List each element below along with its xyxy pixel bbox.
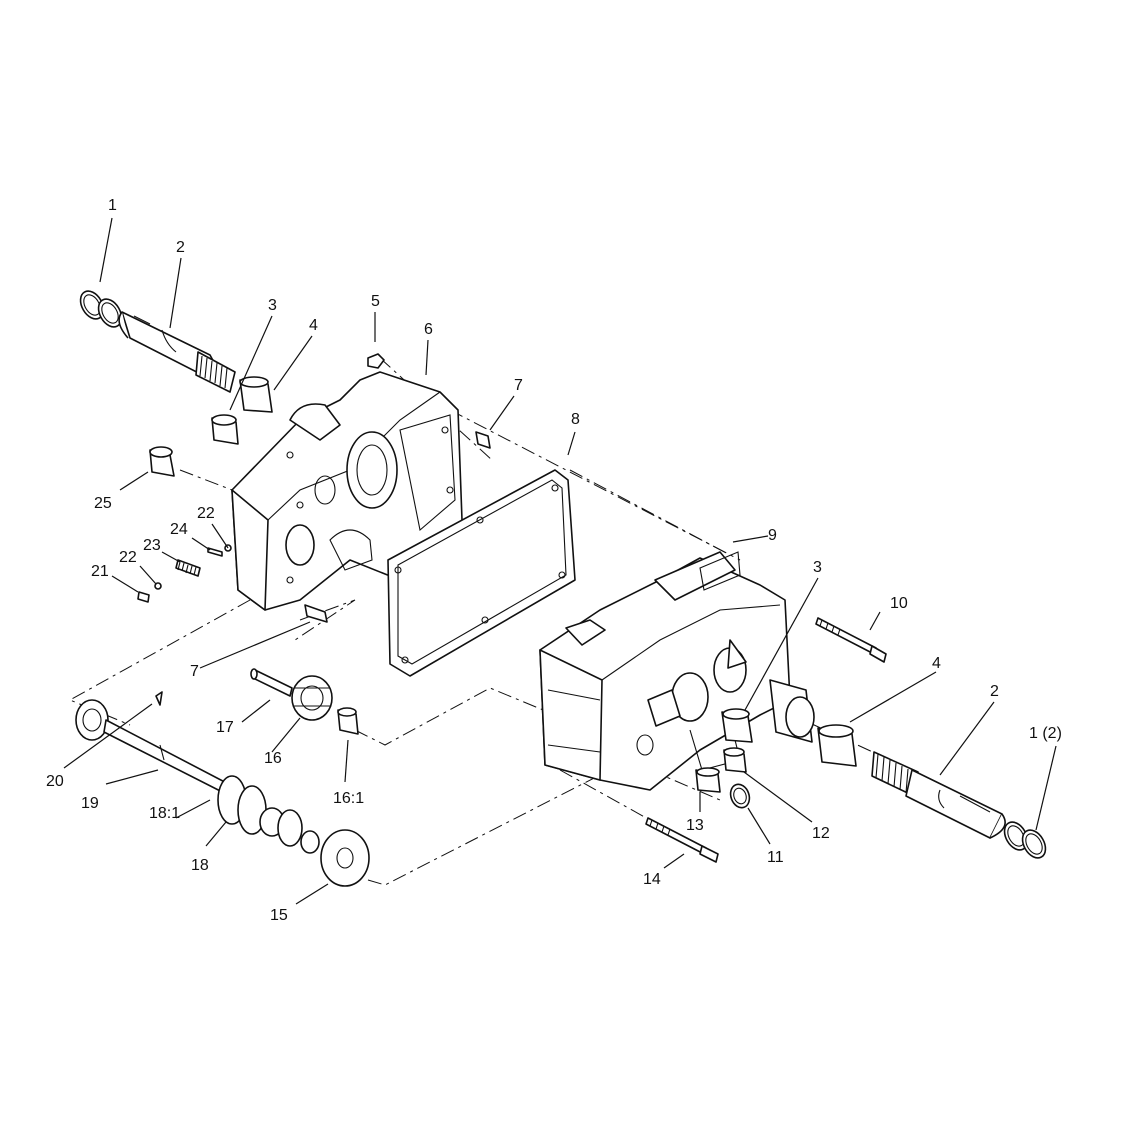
callout-4: 4 bbox=[309, 317, 318, 334]
bushing-12 bbox=[723, 747, 747, 773]
callout-7-lower: 7 bbox=[190, 663, 199, 680]
callout-12: 12 bbox=[812, 825, 830, 842]
callout-2-right: 2 bbox=[990, 683, 999, 700]
idler-bushing bbox=[337, 707, 359, 735]
snap-rings-lower bbox=[1003, 821, 1047, 859]
callout-10: 10 bbox=[890, 595, 908, 612]
callout-22-lower: 22 bbox=[119, 549, 137, 566]
nut bbox=[367, 353, 385, 369]
callout-15: 15 bbox=[270, 907, 288, 924]
callout-18-1: 18:1 bbox=[149, 805, 180, 822]
callout-9: 9 bbox=[768, 527, 777, 544]
callout-19: 19 bbox=[81, 795, 99, 812]
output-shaft bbox=[75, 699, 241, 801]
idler-pin bbox=[250, 668, 293, 697]
dowel-pin bbox=[475, 431, 491, 449]
ring-11 bbox=[729, 783, 751, 809]
callout-16: 16 bbox=[264, 750, 282, 767]
callout-3: 3 bbox=[268, 297, 277, 314]
callout-14: 14 bbox=[643, 871, 661, 888]
input-shaft-lower bbox=[871, 751, 1006, 839]
callout-20: 20 bbox=[46, 773, 64, 790]
gasket bbox=[387, 469, 576, 677]
main-housing bbox=[539, 551, 815, 791]
callout-7-upper: 7 bbox=[514, 377, 523, 394]
callout-4-right: 4 bbox=[932, 655, 941, 672]
leader-lines bbox=[63, 217, 1057, 905]
callout-2: 2 bbox=[176, 239, 185, 256]
snap-rings-upper bbox=[79, 290, 123, 328]
callout-3-right: 3 bbox=[813, 559, 822, 576]
detent-parts bbox=[137, 353, 491, 603]
bushing-right bbox=[721, 708, 753, 743]
drive-gear bbox=[320, 829, 370, 887]
cluster-gear bbox=[217, 775, 303, 847]
callout-13: 13 bbox=[686, 817, 704, 834]
callout-18: 18 bbox=[191, 857, 209, 874]
callout-1: 1 bbox=[108, 197, 117, 214]
callout-25: 25 bbox=[94, 495, 112, 512]
callout-16-1: 16:1 bbox=[333, 790, 364, 807]
bolt-long-upper bbox=[815, 617, 887, 663]
callout-8: 8 bbox=[571, 411, 580, 428]
callout-1-qty-2: 1 (2) bbox=[1029, 725, 1062, 742]
bolt-long-lower bbox=[645, 817, 719, 863]
callout-6: 6 bbox=[424, 321, 433, 338]
bushings-upper bbox=[149, 376, 273, 477]
spacer bbox=[300, 830, 320, 854]
seal-right bbox=[817, 724, 857, 767]
callout-5: 5 bbox=[371, 293, 380, 310]
callout-21: 21 bbox=[91, 563, 109, 580]
callout-22-upper: 22 bbox=[197, 505, 215, 522]
idler-gear bbox=[291, 675, 333, 721]
callout-labels: 1 2 3 4 5 6 7 8 25 22 24 23 22 21 7 9 3 … bbox=[46, 197, 1062, 924]
key bbox=[155, 691, 163, 706]
callout-24: 24 bbox=[170, 521, 188, 538]
bushing-13 bbox=[695, 767, 721, 793]
callout-11: 11 bbox=[767, 849, 784, 866]
callout-17: 17 bbox=[216, 719, 234, 736]
callout-23: 23 bbox=[143, 537, 161, 554]
input-shaft-upper bbox=[118, 311, 236, 393]
